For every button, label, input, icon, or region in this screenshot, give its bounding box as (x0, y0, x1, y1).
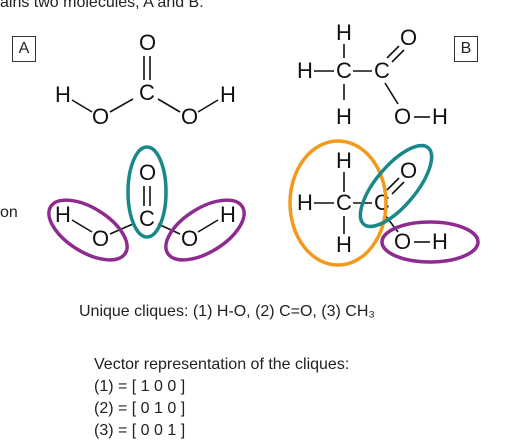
atom-h: H (55, 202, 71, 227)
atom-h: H (55, 82, 71, 107)
atom-o: O (181, 104, 198, 129)
clique-ho (380, 220, 480, 264)
molecule-b-cliques: H H C H C O O H (288, 139, 480, 267)
molecule-b-top: H H C H C O O H (297, 20, 448, 129)
atom-o: O (139, 160, 156, 185)
atom-c: C (139, 206, 155, 231)
atom-h: H (336, 20, 352, 45)
atom-o: O (92, 226, 109, 251)
left-caption: on (0, 204, 18, 221)
clique-co (126, 145, 168, 239)
atom-o: O (92, 104, 109, 129)
clique-ho-left (47, 198, 129, 262)
molecule-a-top: O C H O O H (55, 30, 236, 129)
atom-h: H (220, 82, 236, 107)
atom-h: H (336, 104, 352, 129)
vector-row: (2) = [ 0 1 0 ] (94, 400, 186, 417)
atom-c: C (336, 58, 352, 83)
atom-o: O (394, 229, 411, 254)
molecule-a-cliques: O C H O O H (47, 145, 246, 262)
atom-h: H (297, 58, 313, 83)
atom-h: H (432, 104, 448, 129)
atom-c: C (139, 80, 155, 105)
molecule-a-label: A (12, 36, 36, 62)
atom-o: O (394, 104, 411, 129)
atom-o: O (400, 25, 417, 50)
atom-c: C (336, 190, 352, 215)
atom-h: H (220, 202, 236, 227)
atom-c: C (374, 58, 390, 83)
atom-h: H (336, 148, 352, 173)
vector-heading: Vector representation of the cliques: (94, 356, 350, 373)
top-caption: ains two molecules, A and B: (0, 0, 204, 11)
atom-o: O (181, 226, 198, 251)
vector-row: (1) = [ 1 0 0 ] (94, 378, 186, 395)
clique-ch3 (288, 139, 388, 267)
clique-co (358, 143, 434, 229)
atom-h: H (432, 229, 448, 254)
atom-o: O (139, 30, 156, 55)
vector-row: (3) = [ 0 0 1 ] (94, 422, 186, 439)
clique-ho-right (164, 198, 246, 262)
unique-cliques-text: Unique cliques: (1) H-O, (2) C=O, (3) CH… (79, 303, 375, 320)
molecule-b-label: B (454, 36, 478, 62)
atom-h: H (297, 190, 313, 215)
atom-o: O (400, 158, 417, 183)
atom-h: H (336, 232, 352, 257)
